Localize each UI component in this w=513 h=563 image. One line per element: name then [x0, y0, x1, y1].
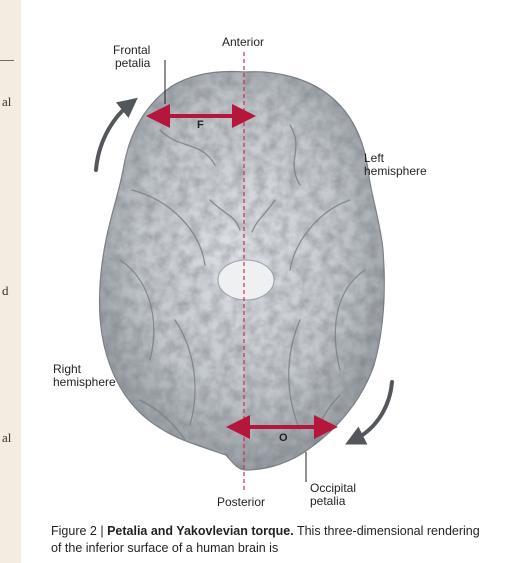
caption-title: Petalia and Yakovlevian torque.	[107, 524, 294, 538]
occipital-petalia-line2: petalia	[310, 494, 346, 508]
frontal-petalia-line2: petalia	[114, 56, 151, 70]
anterior-label: Anterior	[222, 35, 265, 49]
sidebar-rule	[0, 60, 14, 61]
right-hemisphere-line2: hemisphere	[53, 375, 116, 389]
right-hemisphere-line1: Right	[53, 362, 82, 376]
occipital-petalia-label: Occipital petalia	[310, 482, 356, 508]
frontal-petalia-line1: Frontal	[113, 43, 151, 57]
posterior-label: Posterior	[217, 495, 266, 509]
right-hemisphere-label: Right hemisphere	[53, 363, 116, 389]
left-hemisphere-line2: hemisphere	[364, 164, 427, 178]
curved-arrow-bottom-right	[345, 380, 394, 445]
occipital-marker: O	[279, 432, 288, 444]
brain-illustration	[94, 52, 394, 493]
left-hemisphere-label: Left hemisphere	[364, 152, 427, 178]
figure-caption: Figure 2 | Petalia and Yakovlevian torqu…	[51, 523, 481, 557]
caption-figure-number: Figure 2 |	[51, 524, 108, 538]
sidebar-fragment: d	[2, 283, 9, 298]
frontal-petalia-label: Frontal petalia	[113, 44, 150, 70]
left-hemisphere-line1: Left	[364, 151, 385, 165]
brainstem-highlight	[217, 259, 275, 301]
page-sidebar: al d al	[0, 0, 21, 563]
sidebar-fragment: al	[2, 94, 12, 109]
brain-figure: Anterior Frontal petalia Left hemisphere…	[53, 35, 427, 509]
caption-body: This three-dimensional rendering of the …	[51, 524, 480, 555]
sidebar-fragment: al	[2, 430, 12, 445]
occipital-petalia-line1: Occipital	[310, 481, 357, 495]
frontal-marker: F	[197, 119, 204, 131]
curved-arrow-top-left	[94, 97, 138, 172]
